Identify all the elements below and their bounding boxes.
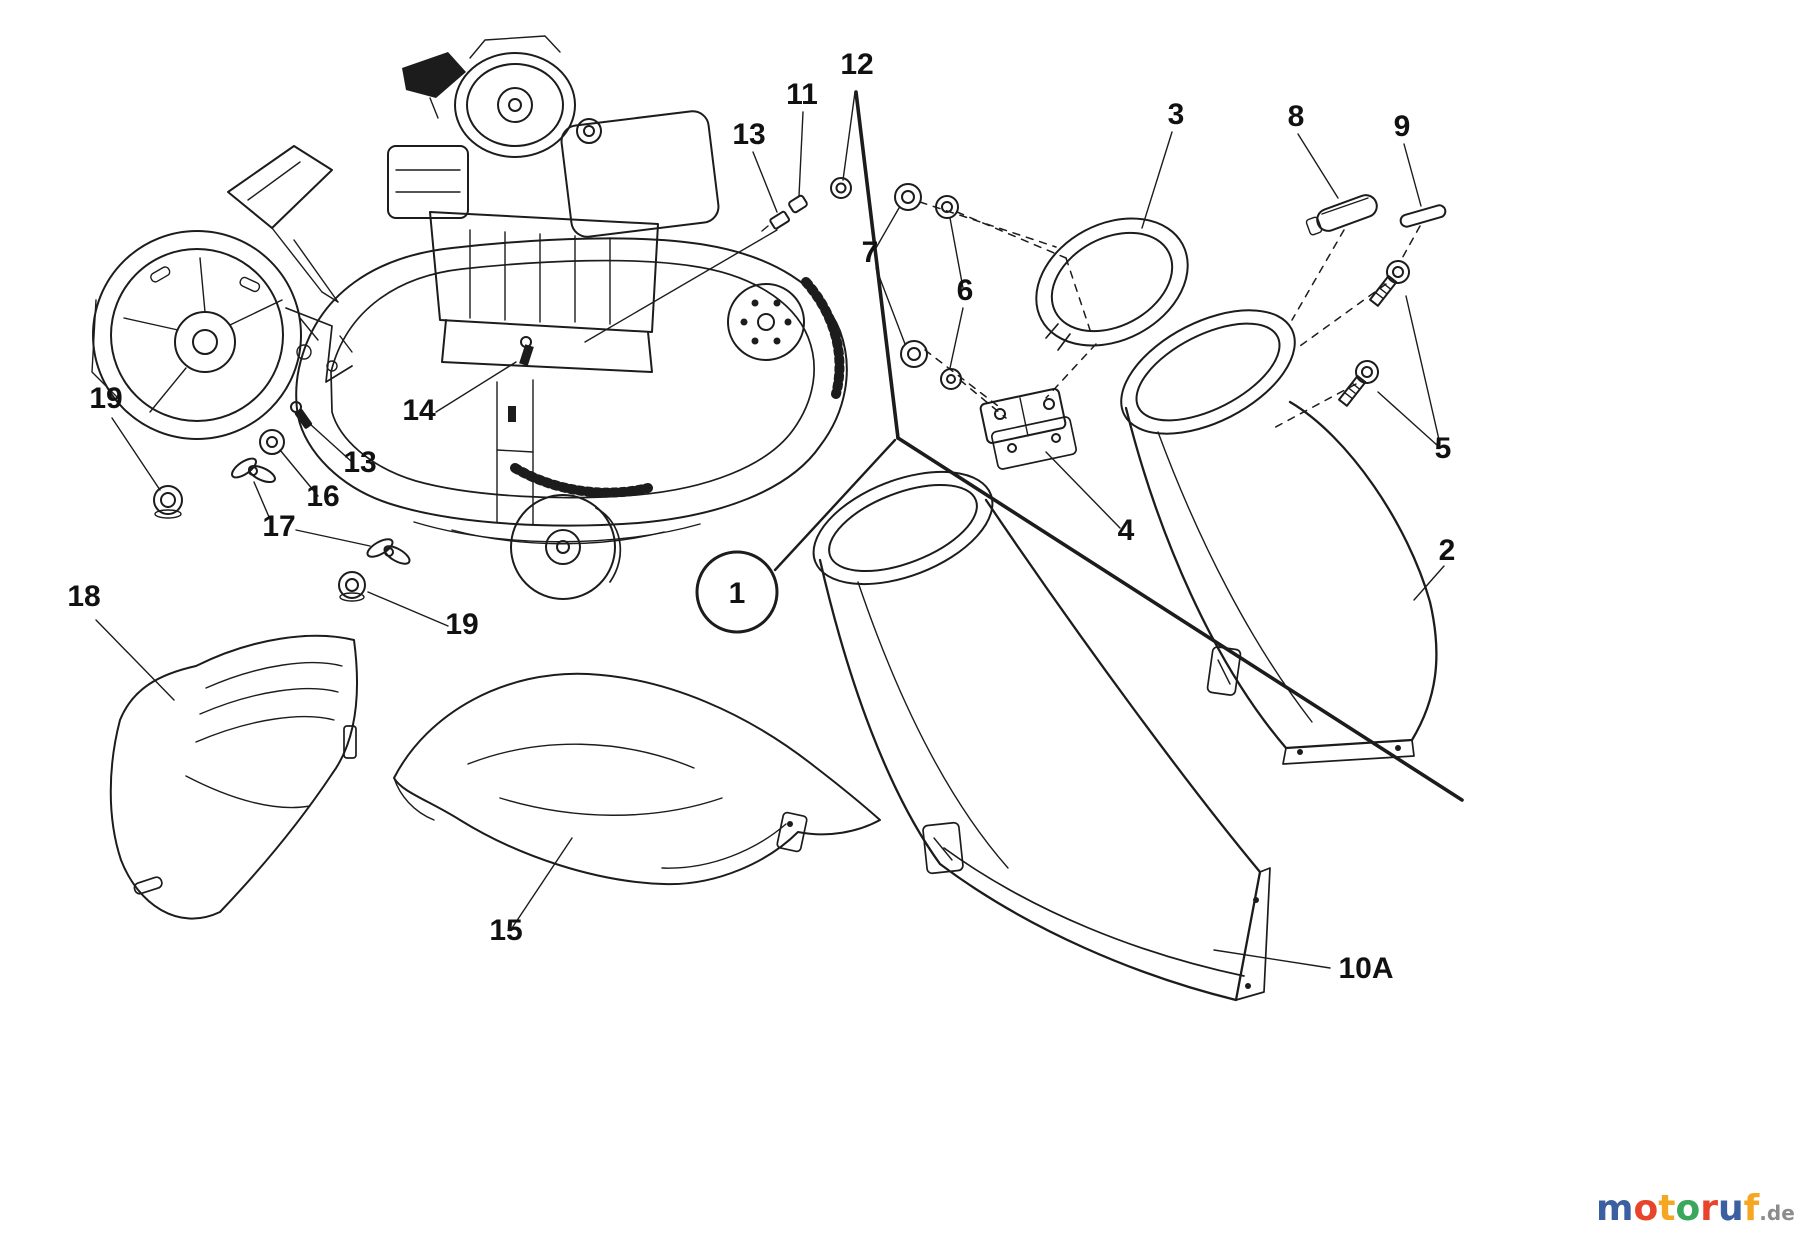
left-fasteners <box>153 401 411 602</box>
blower-housing <box>91 230 302 440</box>
callout-12: 12 <box>840 48 873 81</box>
engine-block <box>429 211 659 373</box>
handle-bracket <box>227 145 339 303</box>
callout-16: 16 <box>306 480 339 513</box>
callout-2: 2 <box>1439 534 1456 567</box>
air-cleaner <box>387 145 469 219</box>
watermark-suffix: .de <box>1759 1201 1794 1225</box>
callout-13-top: 13 <box>732 118 765 151</box>
watermark-logo: motoruf.de <box>1596 1188 1795 1229</box>
group-callout-lines <box>695 90 1464 802</box>
item-1-badge <box>695 550 779 634</box>
callout-5: 5 <box>1435 432 1452 465</box>
callout-11: 11 <box>786 78 818 111</box>
chute-ring <box>1035 217 1189 351</box>
throttle-lever <box>402 52 466 119</box>
watermark-letter: f <box>1744 1188 1760 1229</box>
latch-lever <box>1305 194 1378 236</box>
lower-chute <box>812 470 1271 1002</box>
callout-4: 4 <box>1118 514 1135 547</box>
leader-lines <box>95 91 1445 969</box>
watermark-letter: t <box>1658 1188 1675 1229</box>
mounting-bolts <box>1269 225 1421 431</box>
callout-13-left: 13 <box>343 446 376 479</box>
callout-10A: 10A <box>1338 952 1393 985</box>
callout-14: 14 <box>402 394 436 427</box>
watermark-letter: r <box>1700 1188 1718 1229</box>
rear-wheel <box>510 494 622 600</box>
top-fasteners <box>584 177 852 343</box>
callout-8: 8 <box>1288 100 1305 133</box>
callout-1: 1 <box>729 577 746 610</box>
engine-recoil-starter <box>454 35 576 158</box>
callout-15: 15 <box>489 914 522 947</box>
side-cover <box>109 634 359 920</box>
mount-bracket <box>285 307 353 383</box>
watermark-letter: o <box>1675 1188 1700 1229</box>
callout-19-lower: 19 <box>445 608 478 641</box>
callout-17: 17 <box>262 510 295 543</box>
mower-deck <box>295 237 848 545</box>
callout-9: 9 <box>1394 110 1411 143</box>
callout-3: 3 <box>1168 98 1185 131</box>
callout-19-left: 19 <box>89 382 122 415</box>
callout-6: 6 <box>957 274 974 307</box>
watermark-letter: o <box>1634 1188 1659 1229</box>
latch-pin <box>1399 204 1447 228</box>
fuel-tank <box>560 110 720 238</box>
callout-7: 7 <box>862 236 879 269</box>
mower-assembly <box>91 35 1464 1002</box>
callout-labels: 1 2 3 4 5 6 7 8 9 10A 11 12 13 13 14 15 … <box>67 48 1455 985</box>
upper-chute <box>1120 309 1438 765</box>
hinge-plate <box>979 388 1077 470</box>
watermark-letter: m <box>1596 1188 1634 1229</box>
mid-fasteners <box>894 183 1097 419</box>
deflector-shield <box>393 672 881 886</box>
callout-18: 18 <box>67 580 100 613</box>
svg-text:motoruf.de: motoruf.de <box>1596 1188 1795 1229</box>
watermark-letter: u <box>1718 1188 1744 1229</box>
